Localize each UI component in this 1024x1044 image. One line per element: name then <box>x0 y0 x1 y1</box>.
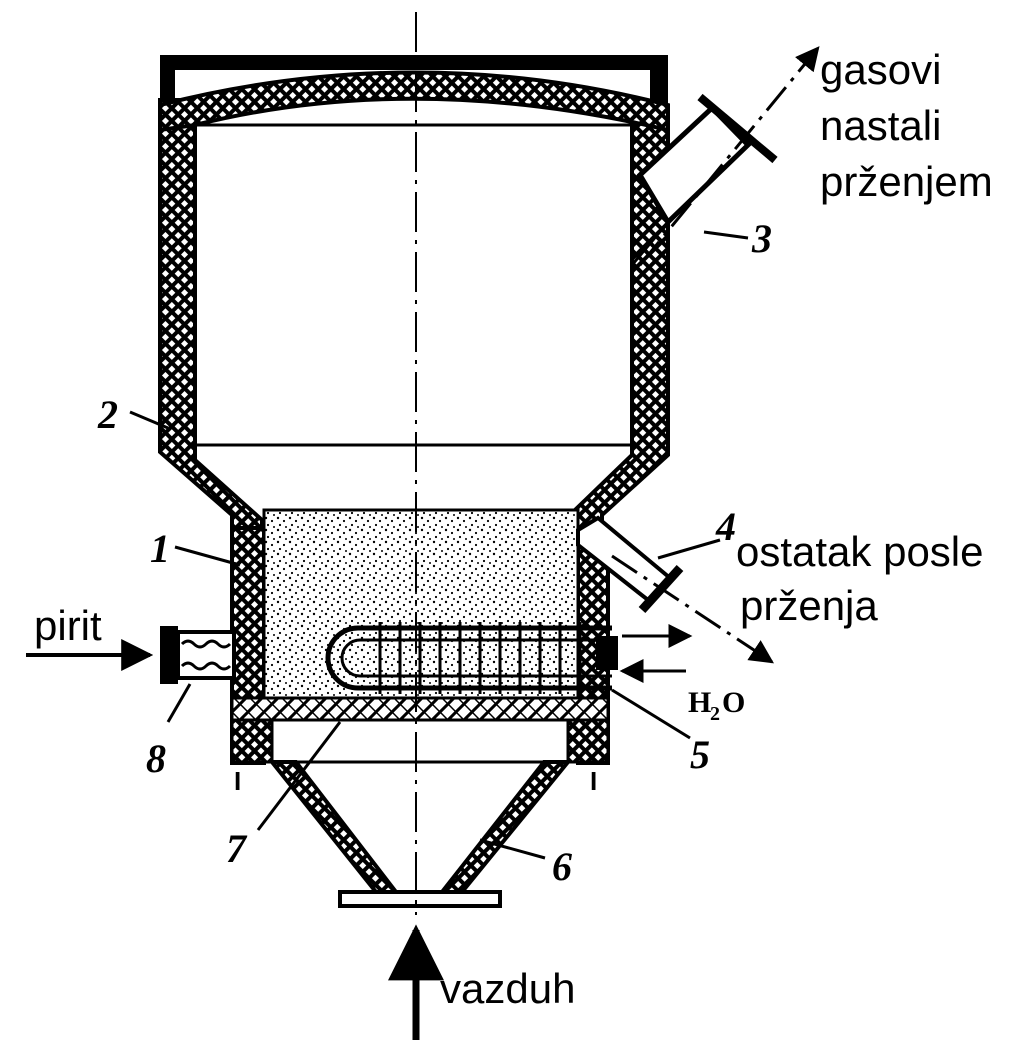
furnace-shell <box>158 70 670 532</box>
pyrite-feeder <box>160 626 236 684</box>
water-label-sub: 2 <box>710 703 720 725</box>
part-number-1: 1 <box>150 526 170 571</box>
part-number-5: 5 <box>690 732 710 777</box>
water-label-o: O <box>722 686 745 719</box>
cooling-coil <box>325 622 618 694</box>
part-number-3: 3 <box>751 216 772 261</box>
air-cone <box>267 760 573 908</box>
svg-text:I: I <box>234 766 241 796</box>
residue-label-line2: prženja <box>740 582 878 629</box>
part-number-4: 4 <box>715 504 736 549</box>
gases-label-line3: prženjem <box>820 158 993 205</box>
part-number-6: 6 <box>552 844 572 889</box>
gas-outlet-pipe <box>630 93 778 266</box>
part-number-7: 7 <box>226 826 248 871</box>
gases-label-line1: gasovi <box>820 46 941 93</box>
water-label-h: H <box>688 686 711 719</box>
part-number-2: 2 <box>97 392 118 437</box>
part-number-8: 8 <box>146 736 166 781</box>
gases-label-line2: nastali <box>820 102 941 149</box>
pyrite-label: pirit <box>34 602 102 649</box>
flow-arrows <box>26 46 820 1040</box>
svg-text:I: I <box>590 766 597 796</box>
leader-lines <box>129 230 749 860</box>
top-cap <box>160 55 668 115</box>
water-label: H 2 O <box>688 686 745 725</box>
air-label: vazduh <box>440 965 575 1012</box>
residue-label-line1: ostatak posle <box>736 528 984 575</box>
